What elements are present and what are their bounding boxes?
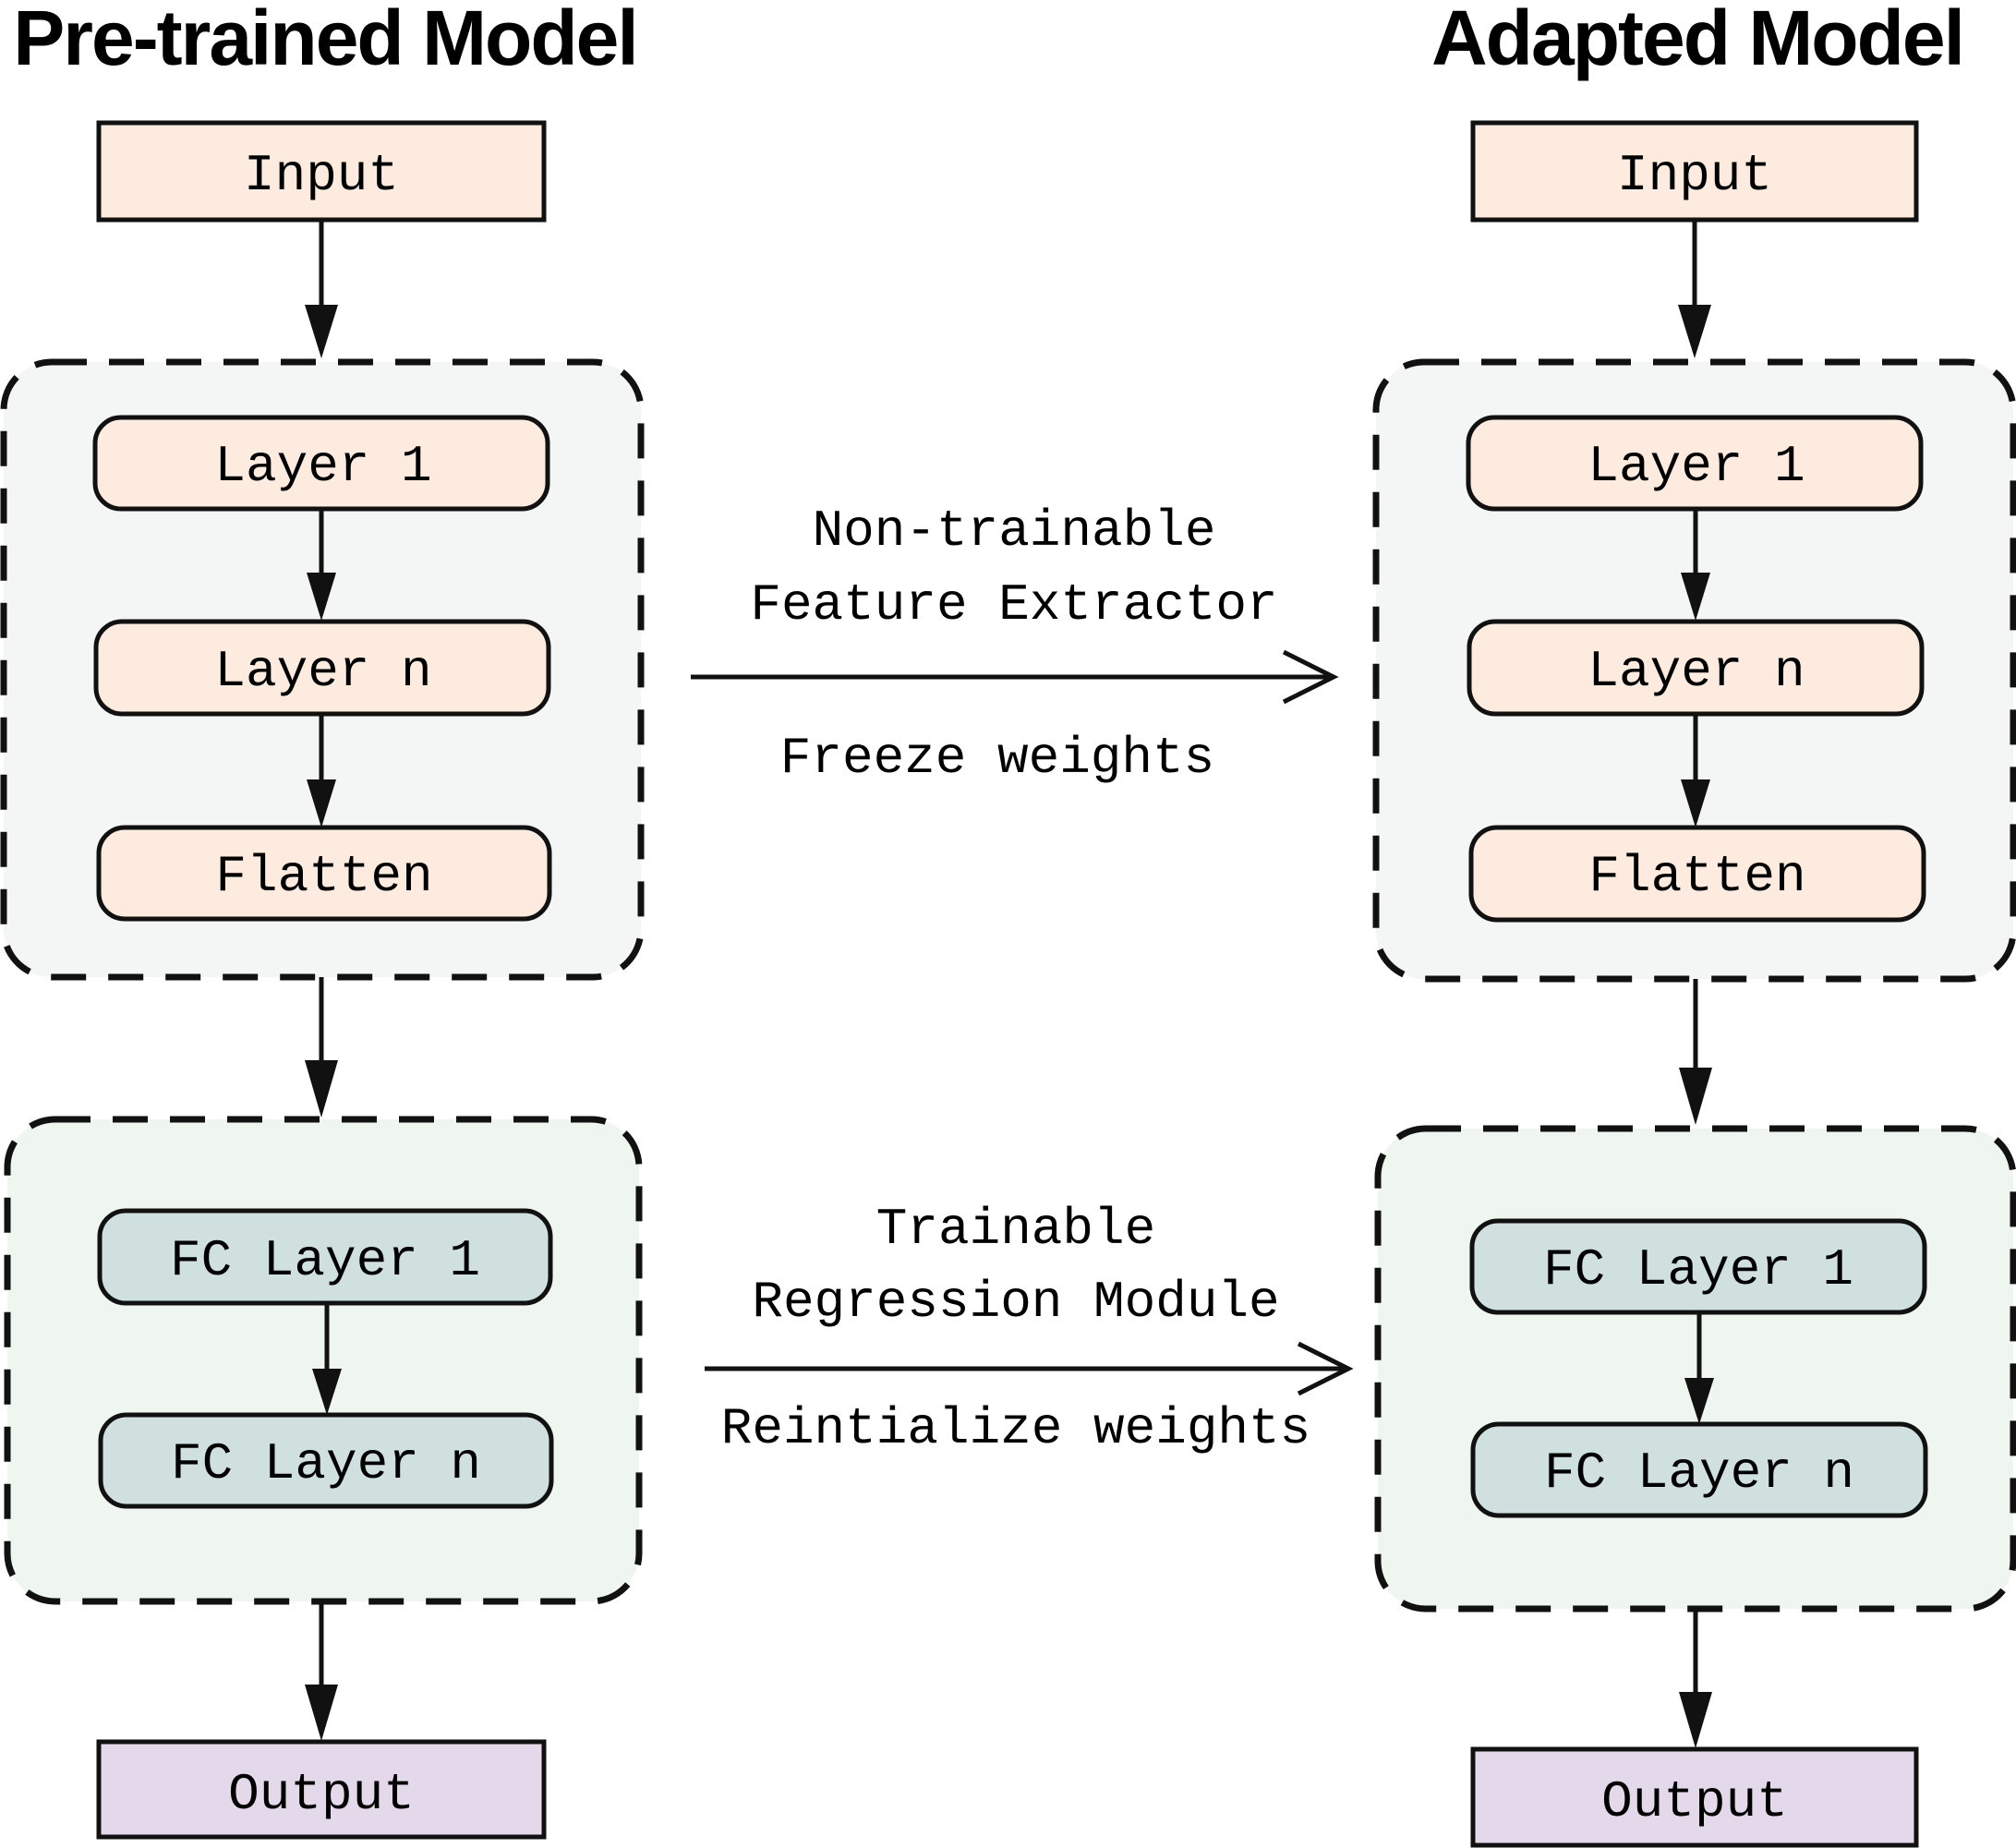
left-output-label: Output xyxy=(228,1765,415,1824)
right-flatten-box xyxy=(1468,825,1926,923)
right-regression-group xyxy=(1378,1129,2013,1609)
left-arrowhead-layer1 xyxy=(307,573,336,621)
left-arrowhead-layern xyxy=(307,779,336,827)
right-flatten-label: Flatten xyxy=(1588,847,1805,906)
right-model-title: Adapted Model xyxy=(1431,0,1963,81)
right-arrowhead-fc1 xyxy=(1684,1378,1714,1424)
right-fc1-label: FC Layer 1 xyxy=(1543,1240,1853,1299)
transfer-top-arrowhead xyxy=(1282,649,1339,705)
right-output-label: Output xyxy=(1601,1772,1788,1831)
left-arrowhead-input xyxy=(305,305,338,358)
transfer-bottom-sub: Reintialize weights xyxy=(721,1399,1311,1458)
transfer-bottom-line1: Trainable xyxy=(876,1200,1155,1259)
left-fc1-label: FC Layer 1 xyxy=(170,1231,480,1290)
left-fcn-label: FC Layer n xyxy=(171,1434,481,1493)
left-arrowhead-output xyxy=(305,1685,338,1741)
right-arrowhead-output xyxy=(1679,1692,1712,1748)
left-arrowhead-fc1 xyxy=(312,1369,342,1415)
right-arrowhead-features xyxy=(1679,1068,1712,1125)
transfer-bottom-line2: Regression Module xyxy=(752,1273,1279,1332)
transfer-bottom-arrowhead xyxy=(1297,1341,1354,1396)
transfer-top-line1: Non-trainable xyxy=(813,501,1216,561)
left-feature-extractor-border xyxy=(0,358,645,981)
left-input-box xyxy=(96,120,547,223)
right-arrowhead-input xyxy=(1678,305,1711,358)
right-arrowhead-layer1 xyxy=(1681,573,1710,621)
right-fcn-box xyxy=(1470,1421,1928,1518)
right-arrowhead-layern xyxy=(1681,779,1710,827)
left-flatten-label: Flatten xyxy=(215,847,432,906)
right-input-box xyxy=(1470,120,1919,223)
transfer-top-sub: Freeze weights xyxy=(780,729,1214,788)
right-layer1-label: Layer 1 xyxy=(1587,437,1805,496)
right-input-label: Input xyxy=(1617,146,1772,205)
left-output-box xyxy=(96,1739,547,1840)
left-layern-label: Layer n xyxy=(214,642,431,701)
left-layer1-label: Layer 1 xyxy=(214,437,431,496)
left-regression-group xyxy=(7,1119,639,1601)
right-output-box xyxy=(1470,1746,1919,1848)
right-layern-label: Layer n xyxy=(1587,642,1805,701)
right-fcn-label: FC Layer n xyxy=(1544,1443,1854,1503)
right-feature-extractor-border xyxy=(1372,358,2016,983)
transfer-top-line2: Feature Extractor xyxy=(750,575,1277,634)
left-flatten-box xyxy=(96,825,552,922)
left-model-title: Pre-trained Model xyxy=(13,0,636,81)
left-arrowhead-features xyxy=(305,1060,338,1117)
left-input-label: Input xyxy=(244,146,399,205)
left-fcn-box xyxy=(98,1412,554,1509)
